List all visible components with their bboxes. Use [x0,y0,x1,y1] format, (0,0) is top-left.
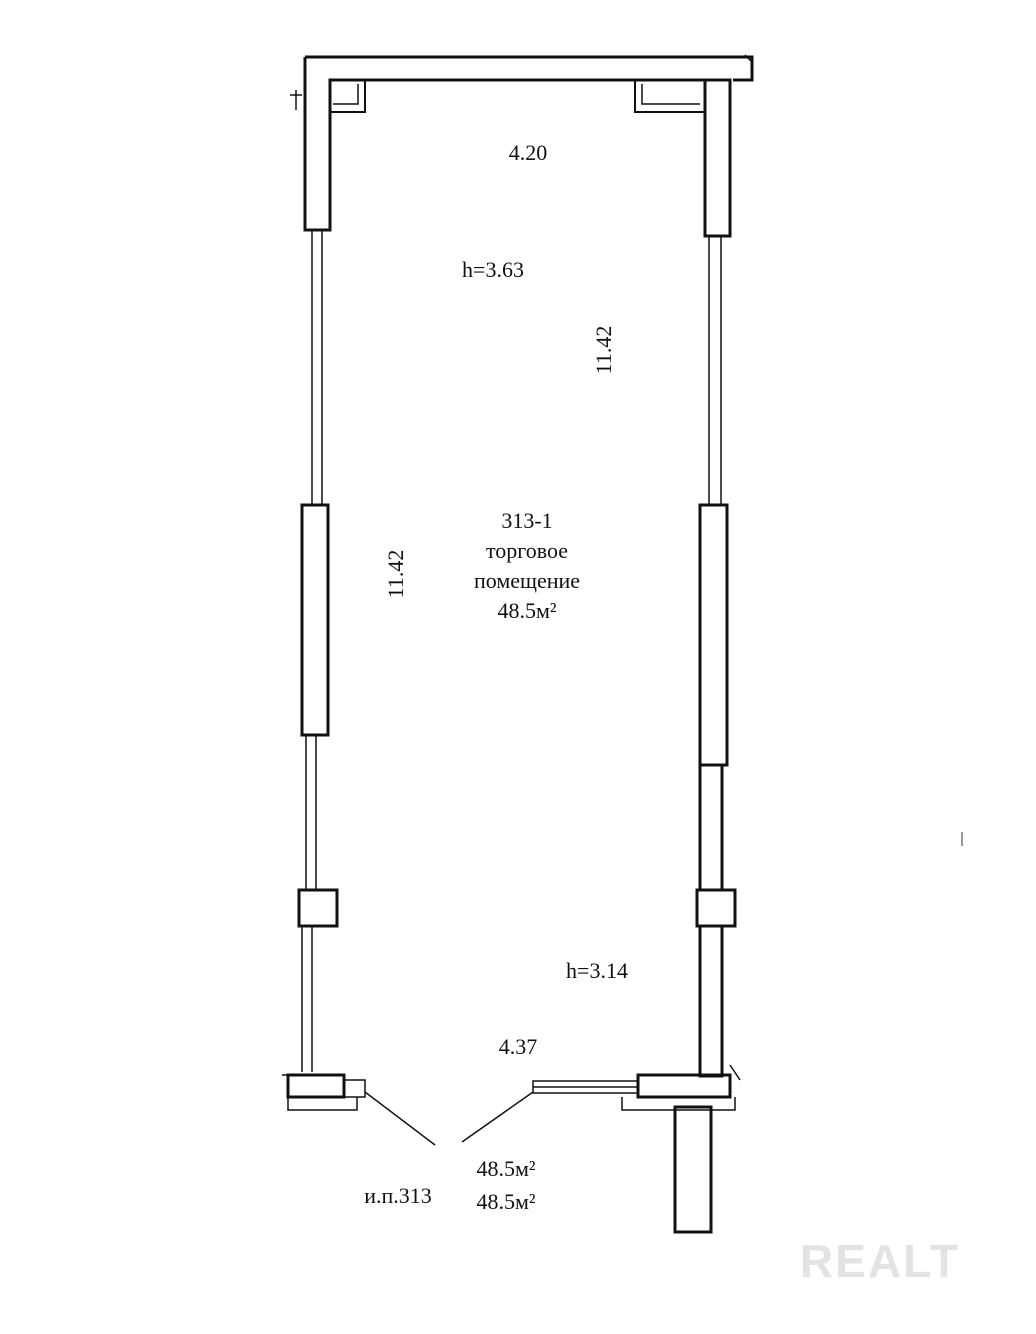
walls [303,55,754,238]
left-corner-pillar [330,79,366,113]
right-wall-lower [698,763,724,892]
watermark-logo: REALT [800,1235,960,1287]
right-length-label: 11.42 [591,326,616,375]
bottom-wall-details [282,54,753,1111]
left-wall-middle [300,503,330,737]
right-window-strips [708,236,722,505]
top-wall [303,55,754,232]
top-width-label: 4.20 [509,140,548,165]
right-corner-pillar [634,79,705,113]
room-area: 48.5м² [497,598,556,623]
left-column [297,888,339,928]
room-id: 313-1 [501,508,552,533]
bottom-right-wall [636,1073,732,1099]
exterior-wall-stub [673,1105,713,1234]
area-total: 48.5м² [476,1156,535,1181]
height-bottom-label: h=3.14 [566,958,628,983]
right-wall-middle [698,503,729,767]
area-living: 48.5м² [476,1189,535,1214]
bottom-left-wall [286,1073,346,1099]
left-length-label: 11.42 [383,550,408,599]
room-type-line1: торговое [486,538,568,563]
left-wall-sections [297,503,339,928]
right-wall-top [703,78,732,238]
right-wall-bottom [698,924,724,1078]
room-type-line2: помещение [474,568,580,593]
right-column [695,888,737,928]
unit-label: и.п.313 [364,1183,432,1208]
left-window-strips [301,230,323,1072]
leader-lines [364,1091,534,1146]
height-top-label: h=3.63 [462,257,524,282]
bottom-width-label: 4.37 [499,1034,538,1059]
right-wall-sections [695,503,737,1078]
